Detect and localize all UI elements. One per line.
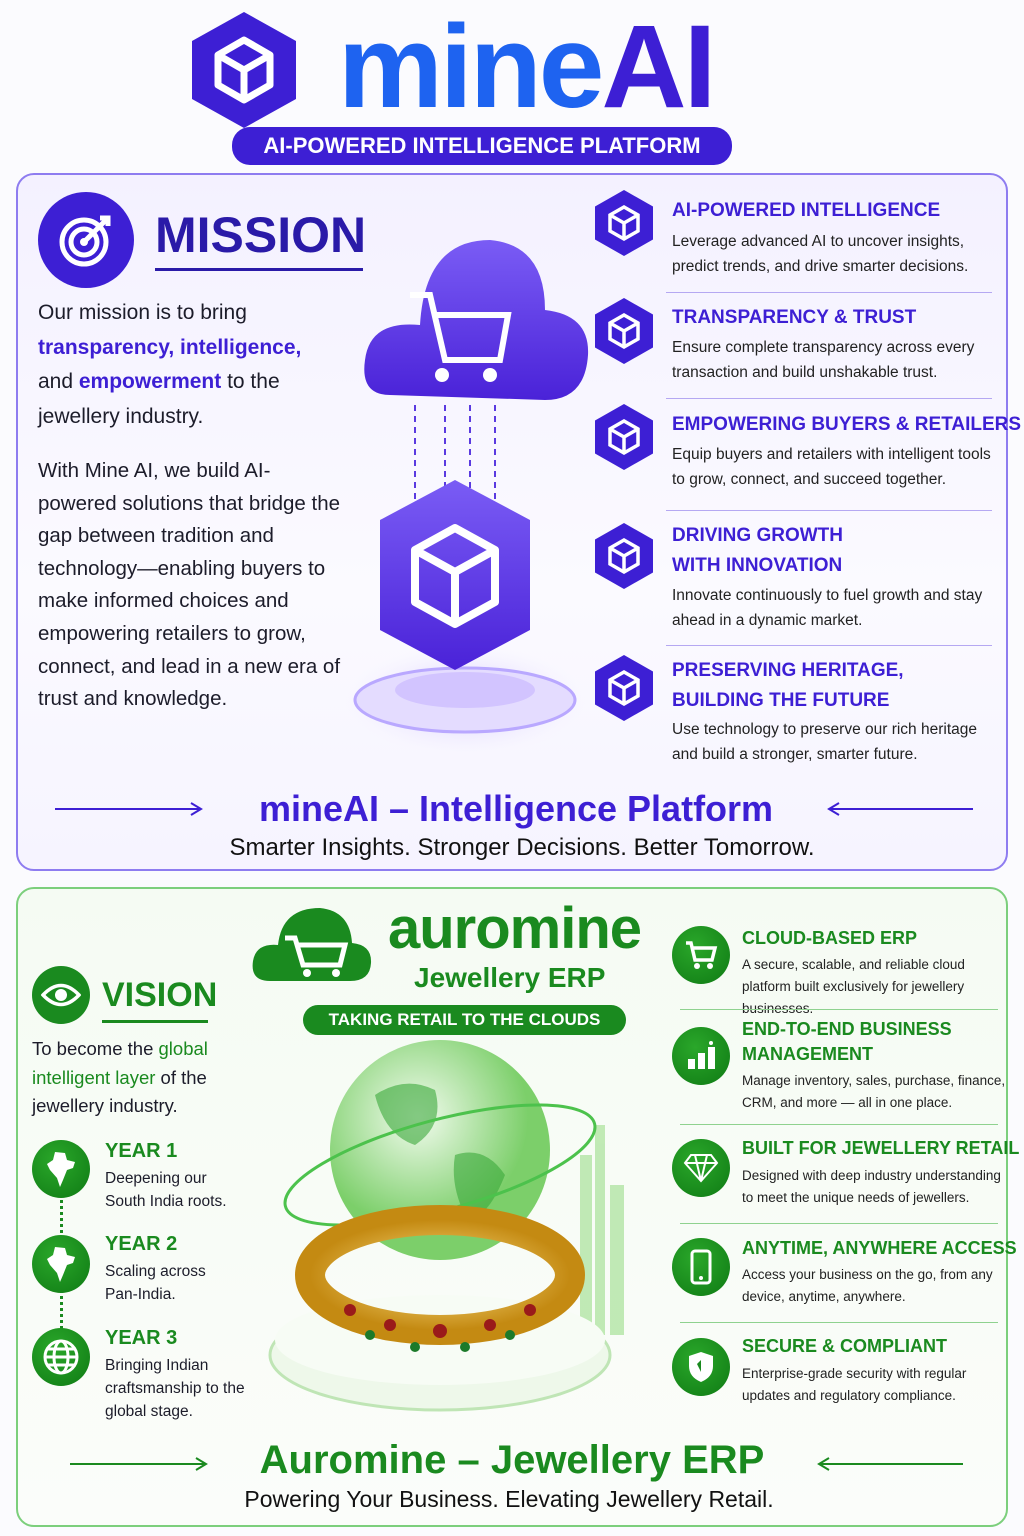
- arrow-right-icon: [55, 802, 203, 816]
- india-map-icon: [32, 1235, 90, 1293]
- feature-desc: A secure, scalable, and reliable cloud p…: [742, 957, 965, 1016]
- year-desc: Bringing Indian craftsmanship to the glo…: [105, 1357, 245, 1420]
- mission-footer-title: mineAI – Intelligence Platform: [258, 788, 774, 829]
- cube-icon: [595, 655, 653, 721]
- globe-icon: [32, 1328, 90, 1386]
- auromine-product: Jewellery ERP: [414, 962, 606, 993]
- feature-title: CLOUD-BASED ERP: [742, 928, 918, 948]
- subtitle-pill: AI-POWERED INTELLIGENCE PLATFORM: [232, 127, 732, 165]
- brand-ai: AI: [601, 1, 716, 133]
- mineai-logo-icon: [192, 12, 296, 128]
- vision-text: To become the global intelligent layer o…: [32, 1038, 208, 1116]
- divider: [680, 1322, 998, 1323]
- cube-icon: [595, 298, 653, 364]
- feature-title: END-TO-END BUSINESS MANAGEMENT: [742, 1019, 952, 1064]
- divider: [666, 292, 992, 293]
- arrow-left-icon: [827, 802, 973, 816]
- feature-desc: Use technology to preserve our rich heri…: [672, 721, 977, 763]
- cube-icon: [595, 523, 653, 589]
- vision-underline: [102, 1020, 208, 1023]
- shield-icon: [672, 1338, 730, 1396]
- feature-desc: Enterprise-grade security with regular u…: [742, 1366, 967, 1403]
- globe-necklace-illustration: [268, 1040, 624, 1412]
- feature-title: PRESERVING HERITAGE, BUILDING THE FUTURE: [672, 660, 904, 711]
- mission-title: MISSION: [155, 207, 367, 263]
- divider: [666, 510, 992, 511]
- eye-icon: [32, 966, 90, 1024]
- arrow-left-icon: [817, 1457, 963, 1471]
- tagline-pill: TAKING RETAIL TO THE CLOUDS: [303, 1005, 626, 1035]
- auromine-footer-title: Auromine – Jewellery ERP: [259, 1438, 765, 1482]
- year-desc: Deepening our South India roots.: [105, 1170, 227, 1210]
- divider: [680, 1124, 998, 1125]
- vision-title: VISION: [102, 976, 218, 1014]
- feature-desc: Ensure complete transparency across ever…: [672, 339, 975, 381]
- bar-chart-icon: [672, 1027, 730, 1085]
- diamond-icon: [672, 1139, 730, 1197]
- feature-desc: Leverage advanced AI to uncover insights…: [672, 233, 969, 275]
- feature-desc: Access your business on the go, from any…: [742, 1267, 993, 1304]
- mission-underline: [155, 268, 363, 271]
- feature-title: EMPOWERING BUYERS & RETAILERS: [672, 414, 1022, 435]
- mission-footer-tagline: Smarter Insights. Stronger Decisions. Be…: [229, 834, 815, 861]
- year-title: YEAR 3: [105, 1327, 178, 1349]
- auromine-footer-tagline: Powering Your Business. Elevating Jewell…: [244, 1486, 774, 1512]
- mobile-icon: [672, 1238, 730, 1296]
- year-title: YEAR 1: [105, 1140, 178, 1162]
- brand-mine: mine: [338, 1, 604, 133]
- auromine-brand: auromine: [388, 896, 642, 961]
- mission-intro: Our mission is to bring transparency, in…: [38, 301, 302, 428]
- feature-title: BUILT FOR JEWELLERY RETAIL: [742, 1138, 1020, 1158]
- india-map-icon: [32, 1140, 90, 1198]
- divider: [666, 398, 992, 399]
- feature-title: DRIVING GROWTH WITH INNOVATION: [672, 525, 843, 576]
- target-icon: [38, 192, 134, 288]
- feature-title: TRANSPARENCY & TRUST: [672, 307, 917, 328]
- divider: [680, 1009, 998, 1010]
- feature-desc: Designed with deep industry understandin…: [742, 1168, 1001, 1205]
- feature-desc: Innovate continuously to fuel growth and…: [672, 587, 983, 629]
- feature-title: SECURE & COMPLIANT: [742, 1336, 948, 1356]
- mineai-brand: mineAI: [338, 1, 716, 133]
- cloud-cube-illustration: [345, 240, 589, 755]
- mission-body: With Mine AI, we build AI-powered soluti…: [38, 459, 341, 711]
- divider: [680, 1223, 998, 1224]
- year-desc: Scaling across Pan-India.: [105, 1263, 206, 1303]
- divider: [666, 645, 992, 646]
- cart-icon: [672, 926, 730, 984]
- feature-desc: Equip buyers and retailers with intellig…: [672, 446, 991, 488]
- cloud-cart-icon: [252, 908, 372, 981]
- feature-desc: Manage inventory, sales, purchase, finan…: [742, 1073, 1006, 1110]
- cube-icon: [595, 190, 653, 256]
- feature-title: AI-POWERED INTELLIGENCE: [672, 200, 941, 221]
- arrow-right-icon: [70, 1457, 208, 1471]
- year-title: YEAR 2: [105, 1233, 178, 1255]
- cube-icon: [595, 404, 653, 470]
- feature-title: ANYTIME, ANYWHERE ACCESS: [742, 1238, 1017, 1258]
